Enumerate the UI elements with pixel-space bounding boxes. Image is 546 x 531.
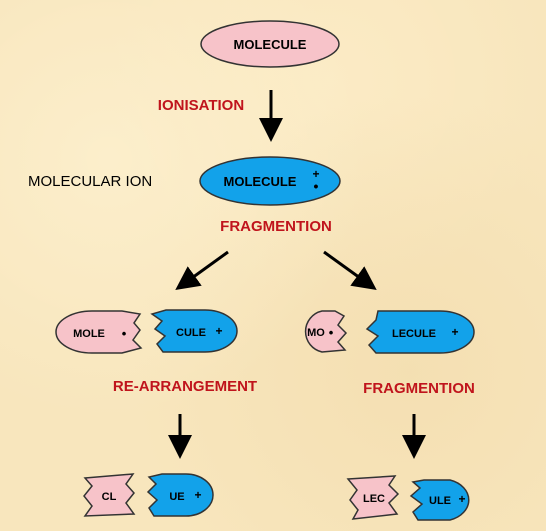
right-fragmention-label: FRAGMENTION <box>363 380 475 397</box>
left-product-a: CL <box>83 473 136 517</box>
molecular-ion-label: MOLECULAR ION <box>28 173 152 190</box>
right-fragment-b: LECULE + <box>365 310 475 354</box>
left-product-a-label: CL <box>102 491 117 503</box>
molecular-ion-radical: • <box>314 178 319 194</box>
molecular-ion-node: MOLECULE + • <box>199 156 341 206</box>
right-product-a-label: LEC <box>363 493 385 505</box>
right-fragment-b-label: LECULE <box>392 328 436 340</box>
fragmention-label: FRAGMENTION <box>220 218 332 235</box>
molecular-ion-charge: + <box>312 167 319 181</box>
left-product-b-label: UE <box>169 491 184 503</box>
right-product-a: LEC <box>346 475 400 520</box>
right-fragment-a-radical: • <box>329 325 334 340</box>
right-fragment-a-label: MO <box>307 327 325 339</box>
left-branch-arrow <box>175 250 229 291</box>
molecule-node: MOLECULE <box>200 20 340 68</box>
right-fragment-a: MO • <box>304 310 348 353</box>
rearrangement-label: RE-ARRANGEMENT <box>113 378 257 395</box>
left-fragment-b-label: CULE <box>176 327 206 339</box>
left-product-b-charge: + <box>194 488 201 502</box>
right-product-b: ULE + <box>409 479 470 521</box>
left-fragment-a-label: MOLE <box>73 328 105 340</box>
left-fragment-a: MOLE • <box>55 310 143 354</box>
ionisation-label: IONISATION <box>158 97 244 114</box>
right-product-b-label: ULE <box>429 495 451 507</box>
molecule-label: MOLECULE <box>234 37 307 52</box>
right-branch-arrow <box>323 250 377 291</box>
molecular-ion-ion-label: MOLECULE <box>224 174 297 189</box>
right-product-b-charge: + <box>458 492 465 506</box>
right-fragment-b-charge: + <box>451 325 458 339</box>
left-fragment-b-charge: + <box>215 324 222 338</box>
left-fragment-a-radical: • <box>122 326 127 341</box>
left-fragment-b: CULE + <box>150 309 238 353</box>
left-product-b: UE + <box>146 473 214 517</box>
